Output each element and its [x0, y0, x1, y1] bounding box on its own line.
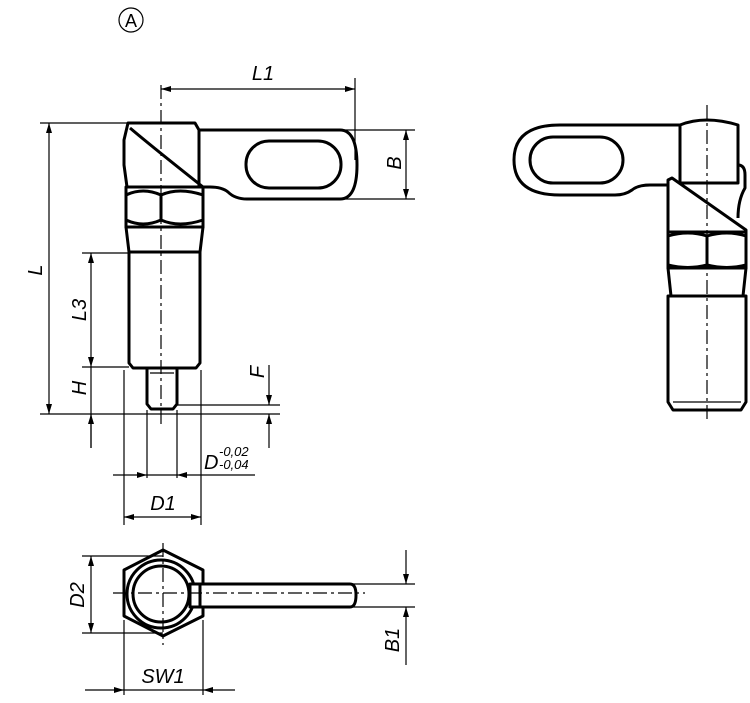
dim-tol-lower: -0,04 — [219, 457, 249, 472]
dim-label-d2: D2 — [67, 582, 89, 608]
dim-label-h: H — [69, 380, 91, 395]
dim-label-d1: D1 — [150, 493, 176, 515]
top-view — [82, 543, 415, 695]
side-view-main — [122, 85, 359, 428]
side-view-right — [512, 105, 748, 420]
svg-text:A: A — [125, 11, 137, 31]
thread-body — [127, 250, 202, 370]
cam-head-right — [678, 118, 740, 185]
lever-arm-right — [512, 123, 682, 197]
dim-label-sw1: SW1 — [141, 666, 184, 688]
dim-label-d: D — [204, 452, 218, 474]
dim-label-l3: L3 — [69, 299, 91, 321]
view-label-a: A — [118, 7, 144, 33]
thread-right — [666, 294, 748, 412]
dim-label-b1: B1 — [382, 628, 404, 652]
dimension-lines — [40, 78, 415, 525]
pin — [145, 366, 179, 411]
chamfer — [124, 225, 205, 254]
dim-label-l: L — [25, 264, 47, 275]
dim-label-f: F — [247, 364, 269, 378]
dim-label-l1: L1 — [252, 63, 274, 85]
dim-tol-upper: -0,02 — [219, 444, 249, 459]
lever-rod — [193, 582, 358, 609]
dim-label-b: B — [384, 156, 406, 169]
lever-eye — [244, 139, 343, 190]
